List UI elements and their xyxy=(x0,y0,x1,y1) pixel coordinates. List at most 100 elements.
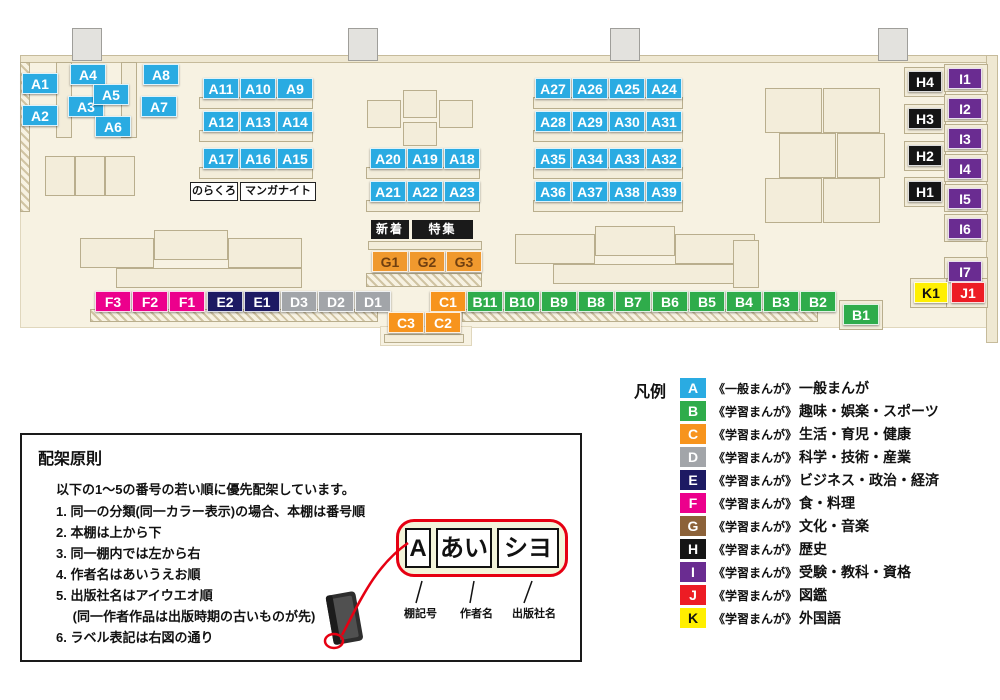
shelf-label-A9: A9 xyxy=(277,78,313,99)
shelf-label-A11: A11 xyxy=(203,78,239,99)
shelf-label-I4: I4 xyxy=(948,158,982,179)
legend-label: 一般まんが xyxy=(799,380,870,396)
shelf-label-H3: H3 xyxy=(908,108,942,129)
legend-label: 図鑑 xyxy=(799,587,828,603)
legend-label: 科学・技術・産業 xyxy=(799,449,912,465)
pillar xyxy=(610,28,640,61)
shelf-label-A28: A28 xyxy=(535,111,571,132)
legend-title: 凡例 xyxy=(634,384,667,401)
book-icon xyxy=(323,541,409,650)
shelf-label-A2: A2 xyxy=(22,105,58,126)
legend-prefix: 《学習まんが》 xyxy=(713,611,798,626)
principles-panel: 配架原則 以下の1〜5の番号の若い順に優先配架しています。 1. 同一の分類(同… xyxy=(20,433,582,662)
shelf-label-B4: B4 xyxy=(726,291,762,312)
shelf-block xyxy=(116,268,302,288)
legend-code-E: E xyxy=(680,470,706,490)
principles-item-5: (同一作者作品は出版時期の古いものが先) xyxy=(56,609,316,624)
shelf-label-F3: F3 xyxy=(95,291,131,312)
section-tag-0: のらくろ xyxy=(190,182,238,201)
legend-row-H: H《学習まんが》歴史 xyxy=(680,539,939,559)
legend-row-A: A《一般まんが》一般まんが xyxy=(680,378,939,398)
shelf-label-D3: D3 xyxy=(281,291,317,312)
shelf-block xyxy=(823,88,880,133)
shelf-label-F1: F1 xyxy=(169,291,205,312)
legend-code-F: F xyxy=(680,493,706,513)
shelf-block xyxy=(733,240,759,288)
shelf-label-A33: A33 xyxy=(609,148,645,169)
legend-code-I: I xyxy=(680,562,706,582)
legend-label: 生活・育児・健康 xyxy=(799,426,912,442)
principles-item-4: 5. 出版社名はアイウエオ順 xyxy=(56,588,213,603)
legend-prefix: 《学習まんが》 xyxy=(713,542,798,557)
legend-row-B: B《学習まんが》趣味・娯楽・スポーツ xyxy=(680,401,939,421)
shelf-block xyxy=(765,178,822,223)
legend-prefix: 《学習まんが》 xyxy=(713,427,798,442)
legend-code-B: B xyxy=(680,401,706,421)
legend-prefix: 《学習まんが》 xyxy=(713,450,798,465)
shelf-block xyxy=(368,241,482,250)
label-example-frame: A あい シヨ xyxy=(396,519,568,577)
legend-prefix: 《一般まんが》 xyxy=(713,381,798,396)
principles-item-3: 4. 作者名はあいうえお順 xyxy=(56,567,201,582)
shelf-block xyxy=(595,226,675,256)
shelf-label-A37: A37 xyxy=(572,181,608,202)
section-tag-3: 特集 xyxy=(412,220,473,239)
principles-item-6: 6. ラベル表記は右図の通り xyxy=(56,630,214,645)
shelf-label-A1: A1 xyxy=(22,73,58,94)
shelf-label-I3: I3 xyxy=(948,128,982,149)
shelf-label-A10: A10 xyxy=(240,78,276,99)
shelf-label-A18: A18 xyxy=(444,148,480,169)
example-publisher-cell: シヨ xyxy=(497,528,559,568)
legend-label: 趣味・娯楽・スポーツ xyxy=(799,403,939,419)
shelf-label-B6: B6 xyxy=(652,291,688,312)
shelf-label-C3: C3 xyxy=(388,312,424,333)
legend-prefix: 《学習まんが》 xyxy=(713,473,798,488)
shelf-label-A20: A20 xyxy=(370,148,406,169)
shelf-label-B2: B2 xyxy=(800,291,836,312)
legend-code-J: J xyxy=(680,585,706,605)
shelf-label-I2: I2 xyxy=(948,98,982,119)
legend-code-C: C xyxy=(680,424,706,444)
shelf-label-A5: A5 xyxy=(93,84,129,105)
shelf-label-F2: F2 xyxy=(132,291,168,312)
shelf-block xyxy=(45,156,75,196)
pillar xyxy=(72,28,102,61)
legend-row-J: J《学習まんが》図鑑 xyxy=(680,585,939,605)
legend-label: 食・料理 xyxy=(799,495,856,511)
shelf-label-A25: A25 xyxy=(609,78,645,99)
shelf-label-A4: A4 xyxy=(70,64,106,85)
shelf-label-G2: G2 xyxy=(409,251,445,272)
shelf-block xyxy=(439,100,473,128)
pillar xyxy=(348,28,378,61)
shelf-label-A17: A17 xyxy=(203,148,239,169)
shelf-label-E2: E2 xyxy=(207,291,243,312)
shelf-label-A14: A14 xyxy=(277,111,313,132)
shelf-label-A21: A21 xyxy=(370,181,406,202)
legend-row-D: D 《学習まんが》科学・技術・産業 xyxy=(680,447,939,467)
shelf-label-B10: B10 xyxy=(504,291,540,312)
shelf-block xyxy=(75,156,105,196)
principles-item-2: 3. 同一棚内では左から右 xyxy=(56,546,201,561)
legend-row-C: C 《学習まんが》生活・育児・健康 xyxy=(680,424,939,444)
shelf-label-A16: A16 xyxy=(240,148,276,169)
legend-code-D: D xyxy=(680,447,706,467)
shelf-label-K1: K1 xyxy=(914,282,948,303)
pillar xyxy=(878,28,908,61)
shelf-block xyxy=(105,156,135,196)
legend-prefix: 《学習まんが》 xyxy=(713,519,798,534)
example-caption-author: 作者名 xyxy=(460,608,493,620)
shelf-block xyxy=(779,133,836,178)
shelf-block xyxy=(403,122,437,146)
shelf-label-B1: B1 xyxy=(843,304,879,325)
shelf-label-A12: A12 xyxy=(203,111,239,132)
shelf-label-A22: A22 xyxy=(407,181,443,202)
shelf-label-A19: A19 xyxy=(407,148,443,169)
shelf-block xyxy=(837,133,885,178)
shelf-block xyxy=(533,200,683,212)
shelf-label-A34: A34 xyxy=(572,148,608,169)
shelf-label-B9: B9 xyxy=(541,291,577,312)
legend-label: ビジネス・政治・経済 xyxy=(799,472,940,488)
section-tag-1: マンガナイト xyxy=(240,182,316,201)
